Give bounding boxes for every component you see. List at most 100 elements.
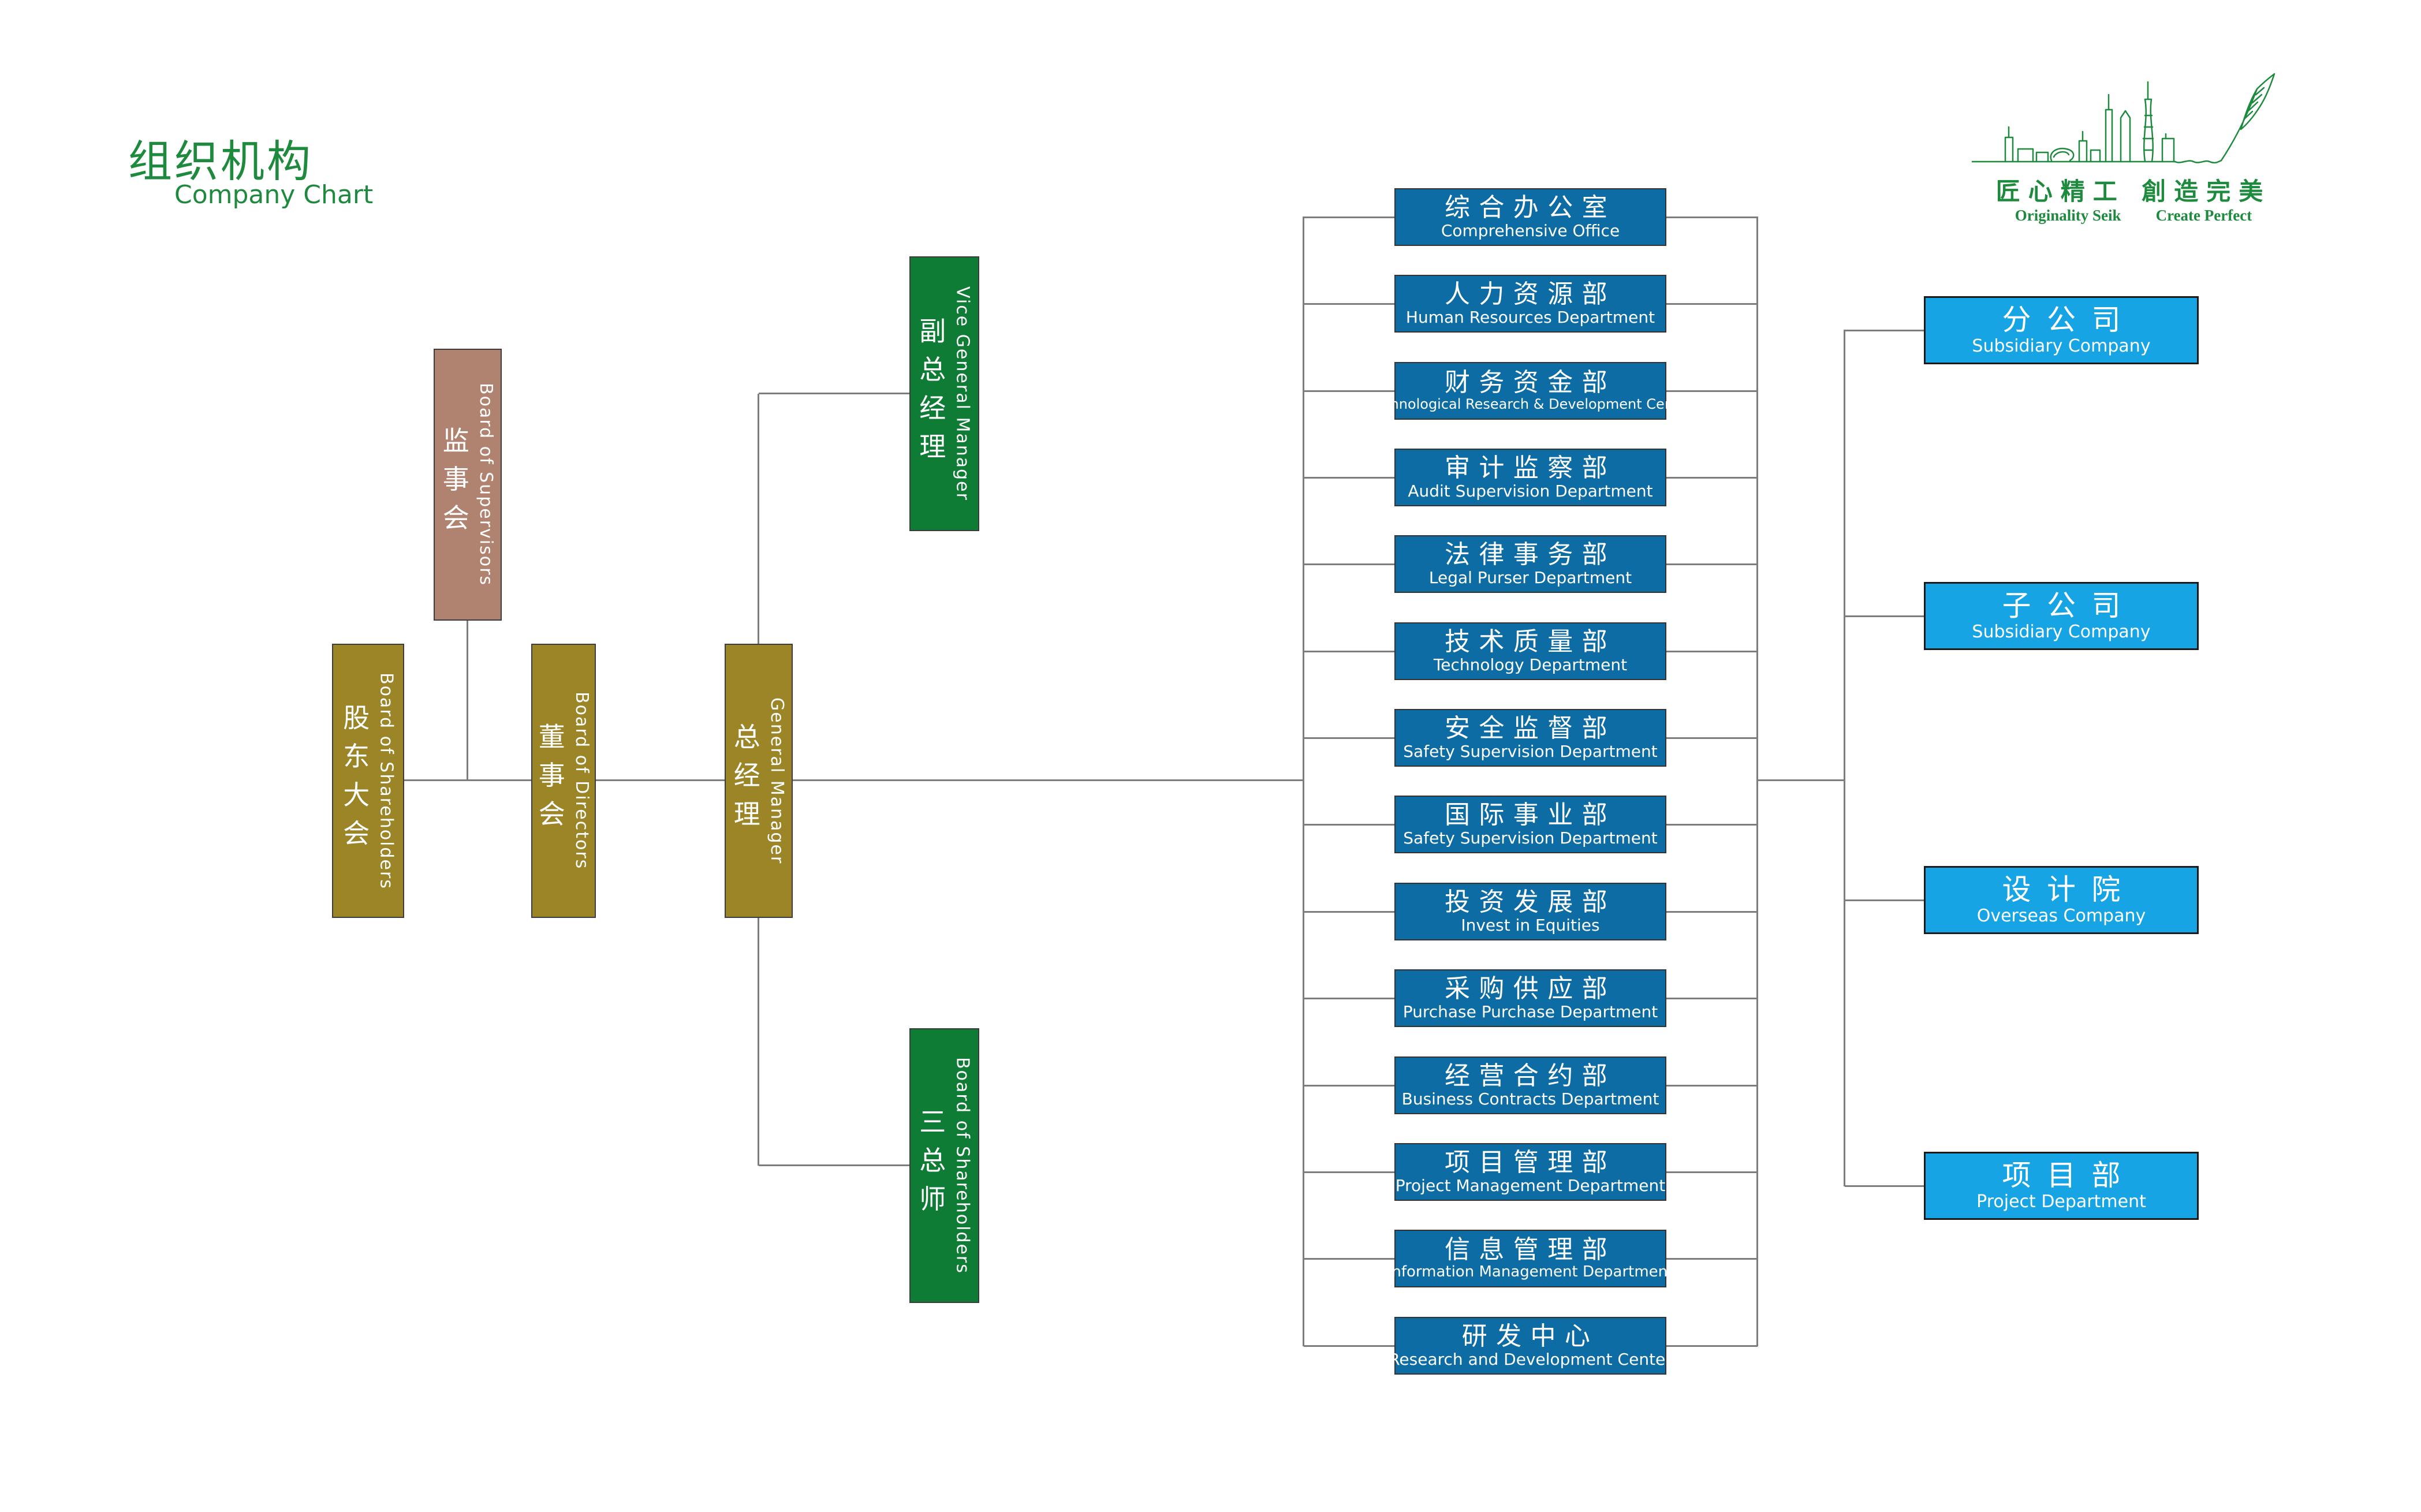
dept-name-zh: 财务资金部 [1445, 368, 1616, 397]
dept-name-en: Audit Supervision Department [1408, 481, 1653, 501]
connector-line [1304, 911, 1394, 913]
connector-line [1666, 911, 1758, 913]
connector-line [1666, 1258, 1758, 1260]
three-chiefs-label: Board of Shareholders 三总师 [915, 1057, 973, 1274]
connector-line [1304, 477, 1394, 479]
connector-line [1666, 824, 1758, 826]
board-of-supervisors-label: Board of Supervisors 监事会 [439, 383, 497, 586]
dept-name-en: Business Contracts Department [1401, 1089, 1659, 1109]
dept-name-zh: 国际事业部 [1445, 800, 1616, 830]
connector-line [467, 621, 468, 781]
dept-name-zh: 采购供应部 [1445, 973, 1616, 1003]
connector-line [1845, 899, 1924, 901]
board-of-supervisors-box: Board of Supervisors 监事会 [434, 349, 502, 621]
dept-name-en: Project Management Department [1395, 1176, 1666, 1196]
board-of-shareholders-label: Board of Shareholders 股东大会 [339, 673, 397, 890]
connector-line [1666, 216, 1758, 218]
connector-line [1304, 303, 1394, 305]
connector-line [1304, 998, 1394, 999]
subsidiary-project-department-box: 项目部 Project Department [1924, 1152, 2199, 1220]
connector-line [1845, 330, 1924, 331]
skyline-quill-icon [1972, 73, 2275, 164]
connector-line [1666, 1085, 1758, 1087]
dept-name-zh: 信息管理部 [1445, 1234, 1616, 1264]
three-chiefs-box: Board of Shareholders 三总师 [909, 1028, 979, 1303]
connector-line [758, 918, 759, 1166]
connector-trunk [1758, 779, 1845, 781]
connector-rail-subsidiaries [1844, 330, 1845, 1186]
dept-name-en: Research and Development Center [1389, 1350, 1672, 1369]
connector-line [1304, 216, 1394, 218]
connector-line [758, 394, 759, 644]
vice-general-manager-zh: 副总经理 [915, 316, 947, 471]
connector-line [1304, 1171, 1394, 1173]
subsidiary-design-institute-box: 设计院 Overseas Company [1924, 866, 2199, 934]
connector-line [1304, 651, 1394, 652]
subsidiary-name-en: Project Department [1976, 1191, 2146, 1212]
dept-name-en: Technology Department [1433, 655, 1628, 675]
connector-rail-right [1756, 216, 1758, 1346]
dept-name-en: Information Management Department [1387, 1263, 1674, 1281]
dept-name-en: Safety Supervision Department [1403, 828, 1658, 848]
board-of-directors-en: Board of Directors [572, 692, 592, 870]
subsidiary-branch-company-box: 分公司 Subsidiary Company [1924, 296, 2199, 364]
subsidiary-company-box: 子公司 Subsidiary Company [1924, 582, 2199, 650]
board-of-shareholders-zh: 股东大会 [339, 704, 371, 858]
dept-name-zh: 人力资源部 [1445, 279, 1616, 309]
board-of-supervisors-zh: 监事会 [438, 427, 470, 543]
dept-name-en: Technological Research & Development Cen… [1367, 396, 1693, 413]
vice-general-manager-box: Vice General Manager 副总经理 [909, 256, 979, 531]
dept-name-zh: 审计监察部 [1445, 453, 1616, 483]
dept-box-comprehensive-office: 综合办公室 Comprehensive Office [1394, 188, 1666, 246]
three-chiefs-zh: 三总师 [915, 1107, 947, 1224]
logo-slogan-en-right: Create Perfect [2155, 207, 2252, 224]
subsidiary-name-en: Subsidiary Company [1972, 621, 2151, 642]
board-of-directors-label: Board of Directors 董事会 [535, 692, 592, 869]
connector-line [1666, 390, 1758, 392]
dept-name-en: Purchase Purchase Department [1402, 1002, 1658, 1022]
general-manager-label: General Manager 总经理 [730, 697, 788, 864]
board-of-supervisors-en: Board of Supervisors [476, 383, 497, 587]
dept-box-investment-development: 投资发展部 Invest in Equities [1394, 883, 1666, 940]
connector-line [1666, 651, 1758, 652]
dept-name-zh: 研发中心 [1461, 1321, 1599, 1351]
subsidiary-name-zh: 分公司 [2002, 303, 2136, 337]
connector-rail-left [1303, 216, 1304, 1346]
dept-name-zh: 综合办公室 [1445, 192, 1616, 222]
dept-box-audit-supervision: 审计监察部 Audit Supervision Department [1394, 449, 1666, 506]
dept-box-research-development: 研发中心 Research and Development Center [1389, 1317, 1672, 1375]
connector-line [1304, 1258, 1394, 1260]
logo-slogan-zh: 匠心精工 創造完美 [1995, 177, 2271, 206]
connector-line [1304, 1345, 1394, 1347]
dept-name-zh: 法律事务部 [1445, 539, 1616, 569]
connector-line [1666, 737, 1758, 739]
dept-name-zh: 经营合约部 [1445, 1061, 1616, 1091]
dept-box-information-management: 信息管理部 Information Management Department [1387, 1230, 1673, 1287]
connector-line [1666, 563, 1758, 565]
board-of-shareholders-box: Board of Shareholders 股东大会 [332, 644, 404, 918]
general-manager-en: General Manager [767, 697, 788, 865]
connector-line [1666, 998, 1758, 999]
dept-box-project-management: 项目管理部 Project Management Department [1394, 1143, 1666, 1201]
dept-name-zh: 技术质量部 [1445, 626, 1616, 656]
dept-name-zh: 投资发展部 [1445, 887, 1616, 917]
three-chiefs-en: Board of Shareholders [952, 1057, 973, 1274]
connector-line [1845, 615, 1924, 617]
subsidiary-name-en: Overseas Company [1976, 905, 2146, 926]
general-manager-zh: 总经理 [729, 723, 761, 839]
connector-line [1304, 390, 1394, 392]
connector-line [1304, 1085, 1394, 1087]
page-subtitle: Company Chart [174, 180, 374, 210]
dept-box-safety-supervision: 安全监督部 Safety Supervision Department [1394, 709, 1666, 767]
board-of-shareholders-en: Board of Shareholders [376, 672, 397, 890]
dept-name-en: Legal Purser Department [1428, 568, 1632, 588]
connector-line [1666, 477, 1758, 479]
page-title: 组织机构 [128, 136, 313, 187]
connector-line [1666, 1171, 1758, 1173]
dept-name-en: Comprehensive Office [1441, 221, 1620, 241]
subsidiary-name-en: Subsidiary Company [1972, 335, 2151, 356]
subsidiary-name-zh: 子公司 [2002, 588, 2136, 622]
connector-line [759, 1164, 909, 1166]
